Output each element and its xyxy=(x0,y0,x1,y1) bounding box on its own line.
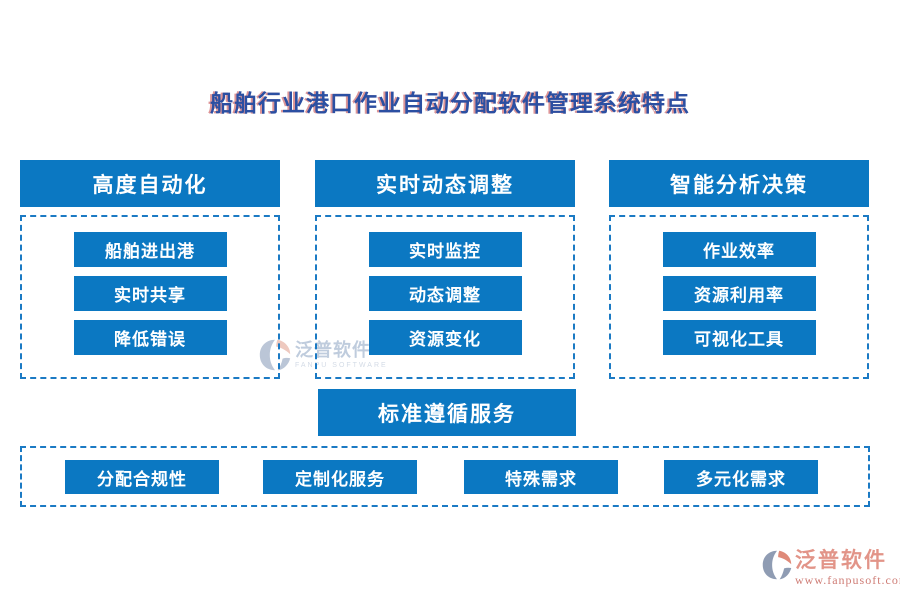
column-items-box: 船舶进出港 实时共享 降低错误 xyxy=(20,215,280,379)
page-title: 船舶行业港口作业自动分配软件管理系统特点 xyxy=(210,90,690,116)
column-items-box: 实时监控 动态调整 资源变化 xyxy=(315,215,575,379)
column-items-box: 作业效率 资源利用率 可视化工具 xyxy=(609,215,869,379)
column-header: 高度自动化 xyxy=(20,160,280,207)
fanpu-logo-icon xyxy=(762,550,792,580)
column-header: 智能分析决策 xyxy=(609,160,869,207)
feature-item: 船舶进出港 xyxy=(73,232,227,267)
feature-item: 定制化服务 xyxy=(263,460,417,494)
feature-item: 资源利用率 xyxy=(662,276,816,311)
footer-brand: 泛普软件 xyxy=(795,549,887,572)
watermark: 泛普软件 FANPU SOFTWARE xyxy=(259,338,388,372)
feature-item: 降低错误 xyxy=(73,320,227,355)
feature-item: 实时监控 xyxy=(368,232,522,267)
feature-item: 多元化需求 xyxy=(664,460,818,494)
feature-column-automation: 高度自动化 船舶进出港 实时共享 降低错误 xyxy=(20,160,280,379)
footer-text-block: 泛普软件 www.fanpusoft.com xyxy=(795,549,900,588)
fanpu-footer-logo: 泛普软件 www.fanpusoft.com xyxy=(762,549,900,588)
feature-item: 作业效率 xyxy=(662,232,816,267)
feature-item: 实时共享 xyxy=(73,276,227,311)
footer-url: www.fanpusoft.com xyxy=(795,573,900,588)
feature-item: 特殊需求 xyxy=(464,460,618,494)
feature-item: 分配合规性 xyxy=(65,460,219,494)
feature-column-realtime: 实时动态调整 实时监控 动态调整 资源变化 xyxy=(315,160,575,379)
feature-item: 资源变化 xyxy=(368,320,522,355)
feature-item: 动态调整 xyxy=(368,276,522,311)
feature-column-analytics: 智能分析决策 作业效率 资源利用率 可视化工具 xyxy=(609,160,869,379)
feature-item: 可视化工具 xyxy=(662,320,816,355)
bottom-items-box: 分配合规性 定制化服务 特殊需求 多元化需求 xyxy=(20,446,870,507)
watermark-text-block: 泛普软件 FANPU SOFTWARE xyxy=(295,341,388,369)
bottom-section-header: 标准遵循服务 xyxy=(318,389,576,436)
watermark-subtext: FANPU SOFTWARE xyxy=(295,362,388,369)
column-header: 实时动态调整 xyxy=(315,160,575,207)
watermark-brand: 泛普软件 xyxy=(295,340,371,360)
